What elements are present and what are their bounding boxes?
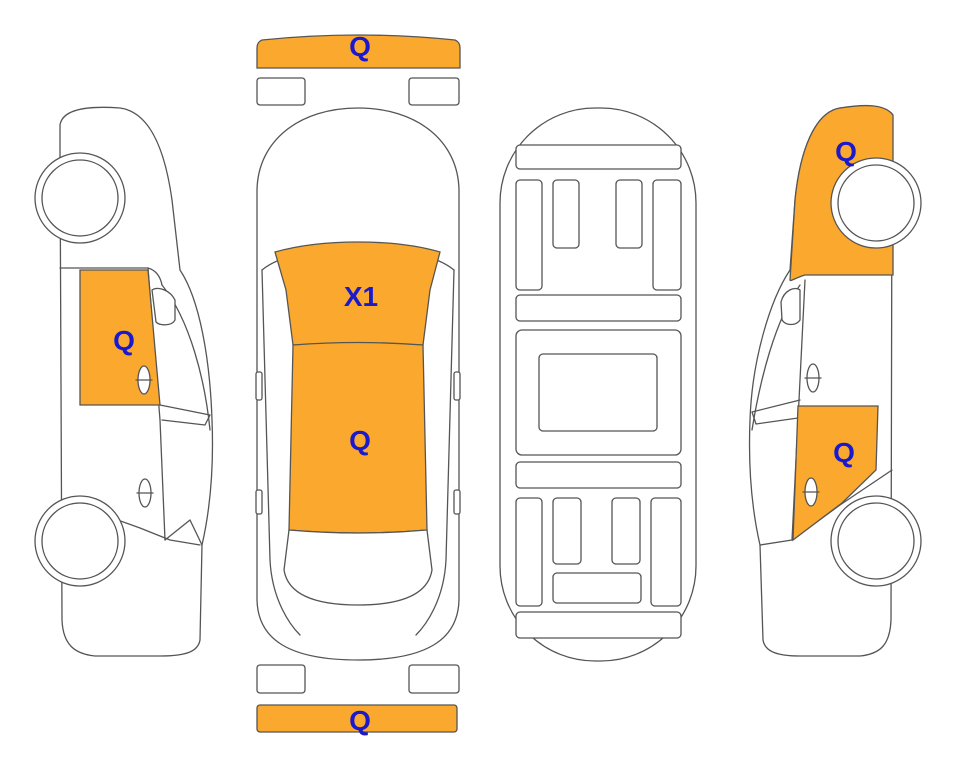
hood-panel[interactable] <box>274 241 441 346</box>
right-side-window <box>780 287 801 326</box>
front-bumper-label: Q <box>349 31 371 62</box>
rear-right-light <box>408 664 460 694</box>
left-side-beltline <box>159 404 211 426</box>
top-side-line-right <box>415 269 455 636</box>
roof-label: Q <box>349 425 371 456</box>
right-rear-handle <box>453 489 461 515</box>
left-side-window <box>151 287 176 326</box>
left-side-outline <box>59 106 214 657</box>
underside-front-right-rail <box>652 179 682 291</box>
underside-rear-right-slot <box>611 497 641 565</box>
underside-mid-bar-1 <box>515 294 682 322</box>
rear-left-light <box>256 664 306 694</box>
underside-front-left-slot <box>552 179 580 249</box>
left-rear-wheel <box>34 495 126 587</box>
underside-outline <box>499 107 697 662</box>
left-front-door-handle <box>135 365 153 395</box>
rear-bumper-panel[interactable] <box>256 704 458 733</box>
rear-bumper-label: Q <box>349 705 371 736</box>
car-underside-view <box>499 107 697 662</box>
underside-rear-left-rail <box>515 497 543 607</box>
left-front-wheel <box>34 152 126 244</box>
left-front-door-label: Q <box>113 325 135 356</box>
underside-mid-bar-2 <box>515 461 682 489</box>
front-bumper-panel[interactable] <box>256 34 461 69</box>
right-front-door-handle <box>804 363 822 393</box>
right-front-wheel <box>830 157 922 249</box>
front-right-light <box>408 77 460 106</box>
underside-rear-box <box>552 572 642 604</box>
underside-rear-right-rail <box>650 497 682 607</box>
underside-rear-bar <box>515 611 682 639</box>
left-mirror <box>255 371 263 401</box>
left-side-lower-line <box>164 519 203 546</box>
right-rear-fender-label: Q <box>835 136 857 167</box>
hood-label: X1 <box>344 281 378 312</box>
left-rear-door-handle <box>136 478 154 508</box>
right-mirror <box>453 371 461 401</box>
rear-window <box>283 529 433 606</box>
underside-center-plate <box>538 353 658 432</box>
car-left-side-view <box>34 106 214 657</box>
underside-front-bar <box>515 144 682 170</box>
right-rear-door-panel[interactable] <box>792 405 879 542</box>
right-rear-door-handle <box>802 477 820 507</box>
front-left-light <box>256 77 306 106</box>
right-rear-wheel <box>830 495 922 587</box>
car-right-side-view <box>748 104 922 657</box>
car-top-view <box>255 34 461 733</box>
right-rear-door-label: Q <box>833 437 855 468</box>
underside-rear-left-slot <box>552 497 582 565</box>
underside-front-right-slot <box>615 179 643 249</box>
right-side-beltline <box>751 399 801 425</box>
top-body-outline <box>256 107 460 661</box>
left-rear-handle <box>255 489 263 515</box>
underside-front-left-rail <box>515 179 543 291</box>
top-side-line-left <box>261 269 301 636</box>
